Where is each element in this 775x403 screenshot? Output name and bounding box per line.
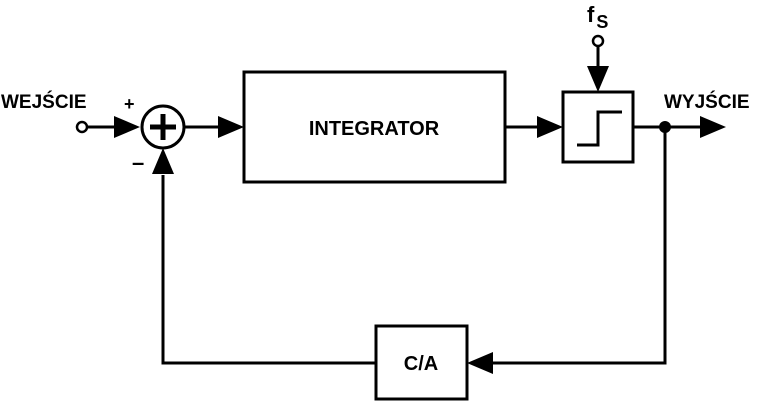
dac-label: C/A [404,353,438,375]
plus-sign-label: + [124,94,135,114]
clock-label-main: f [587,2,595,27]
feedback-to-sum-arrowhead [152,148,174,174]
feedback-right-line [490,127,667,365]
input-terminal [75,120,89,134]
feedback-left-line [161,175,376,365]
clock-label-sub: S [596,12,608,32]
feedback-to-dac-arrowhead [467,352,493,374]
step-function-icon [577,110,622,147]
clock-terminal [591,34,605,48]
minus-sign-label: – [132,150,144,175]
integrator-block [242,70,507,184]
integrator-to-comparator-arrowhead [537,116,563,138]
sum-to-integrator-arrowhead [218,116,244,138]
input-arrowhead [114,116,140,138]
input-label: WEJŚCIE [1,91,87,113]
integrator-label: INTEGRATOR [309,118,440,140]
dac-block [374,324,469,401]
output-label: WYJŚCIE [664,91,750,113]
clock-arrowhead [587,66,609,92]
output-arrowhead [700,116,726,138]
